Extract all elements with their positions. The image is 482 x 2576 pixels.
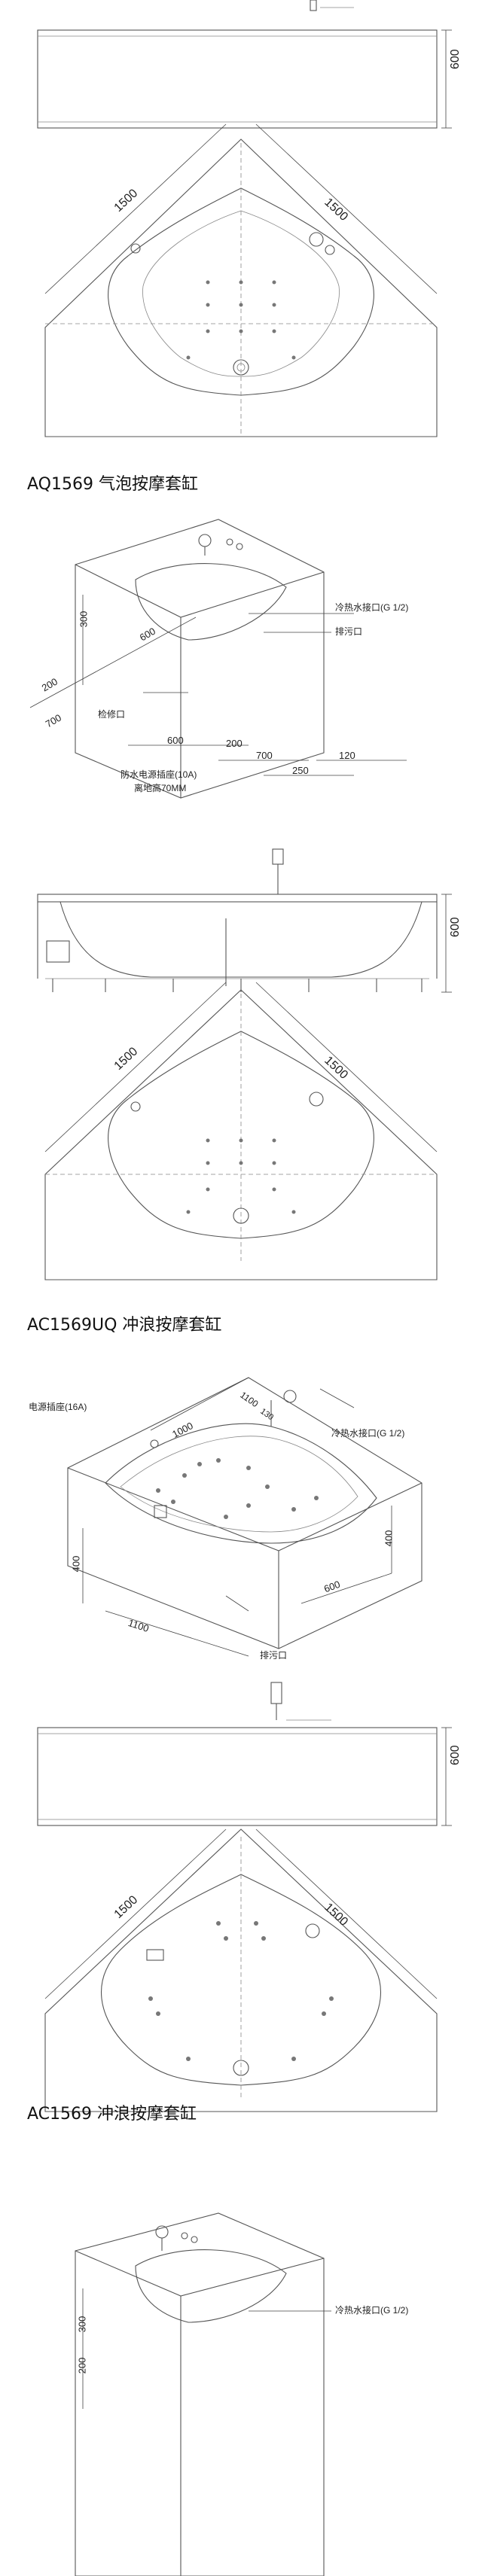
label-socket-height: 离地高70MM	[134, 783, 187, 793]
iso-drawing-ac1569	[75, 2212, 331, 2576]
iso-dim-200-b: 200	[226, 738, 243, 749]
uq-dim-400-left: 400	[70, 1555, 82, 1573]
ac-dim-300: 300	[76, 2316, 88, 2333]
plan-view-drawing	[44, 123, 438, 437]
label-hot-cold-3: 冷热水接口(G 1/2)	[335, 2305, 409, 2316]
section-aq1569-elevation: 600 1500 1500	[0, 843, 482, 1280]
uq-dim-400-right: 400	[383, 1530, 395, 1547]
iso-dim-250: 250	[292, 765, 309, 776]
iso-drawing-aq1569	[29, 519, 407, 799]
elevation-drawing-aq1569	[37, 848, 452, 1280]
label-service-1: 检修口	[98, 709, 126, 720]
section-aq1569-views: 600 1500 1500	[0, 0, 482, 437]
label-socket-16a: 电源插座(16A)	[29, 1402, 87, 1412]
iso-dim-120: 120	[339, 750, 355, 761]
section-ac1569uq-iso: 电源插座(16A) 冷热水接口(G 1/2) 排污口 1000 1100 130…	[0, 1355, 482, 1679]
section-ac1569uq-views: 600 1500 1500	[0, 1682, 482, 2134]
label-socket-10a: 防水电源插座(10A)	[120, 769, 197, 780]
ac-dim-200: 200	[76, 2357, 88, 2374]
product-title-aq1569: AQ1569 气泡按摩套缸	[27, 475, 198, 494]
label-hot-cold-2: 冷热水接口(G 1/2)	[331, 1428, 405, 1439]
label-hot-cold-1: 冷热水接口(G 1/2)	[335, 602, 409, 613]
iso-dim-700-b: 700	[256, 750, 273, 761]
iso-dim-300: 300	[78, 611, 90, 628]
iso-dim-600-bottom: 600	[167, 735, 184, 746]
front-plan-ac1569uq	[37, 1682, 452, 2112]
product-title-ac1569uq: AC1569UQ 冲浪按摩套缸	[27, 1316, 222, 1335]
elev-height-dimension: 600	[449, 917, 462, 937]
iso-drawing-ac1569uq	[67, 1377, 423, 1657]
uq-front-height: 600	[449, 1745, 462, 1765]
label-drain-2: 排污口	[260, 1650, 288, 1661]
section-aq1569-iso: 300 600 200 700 600 200 700 250 120 冷热水接…	[0, 512, 482, 843]
product-title-ac1569: AC1569 冲浪按摩套缸	[27, 2105, 197, 2124]
label-drain-1: 排污口	[335, 626, 363, 637]
section-ac1569-iso: 300 200 冷热水接口(G 1/2)	[0, 2168, 482, 2576]
front-view-drawing	[37, 0, 452, 129]
